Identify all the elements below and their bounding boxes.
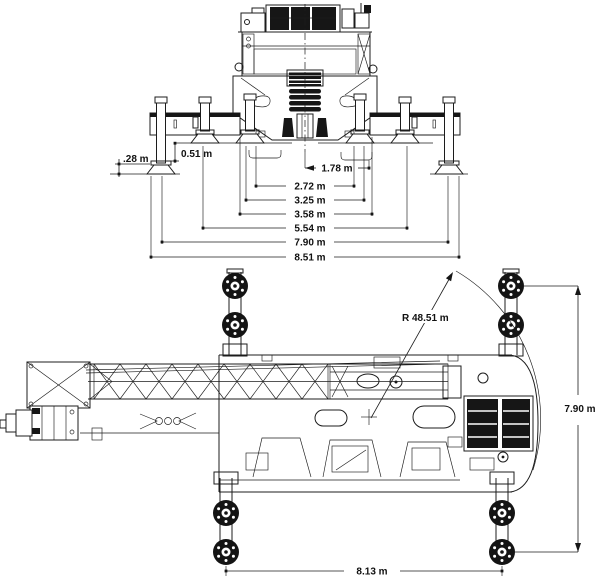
- dimension-3-25: 3.25 m: [244, 196, 366, 207]
- outrigger-float: [489, 539, 515, 565]
- dimension-label-0-28: .28 m: [123, 154, 149, 165]
- winch-assembly-icon: [238, 3, 372, 33]
- outrigger-float: [498, 312, 524, 338]
- pad-height-dimension: .28 m: [115, 154, 150, 177]
- superstructure: [234, 31, 378, 77]
- lattice-bracing: [93, 363, 329, 400]
- dimension-3-58: 3.58 m: [238, 210, 374, 221]
- dimension-label-7-90-front: 7.90 m: [294, 238, 325, 249]
- outrigger-float: [222, 312, 248, 338]
- outrigger-front-left: [222, 268, 248, 357]
- slew-center-mark: [361, 409, 377, 425]
- dimension-label-8-51: 8.51 m: [294, 253, 325, 264]
- dimension-2-72: 2.72 m: [254, 182, 356, 193]
- front-elevation-view: 0.51 m .28 m: [110, 3, 468, 264]
- outrigger-rear-right: [489, 471, 515, 565]
- deck-detail: [139, 412, 197, 430]
- dimension-label-1-78: 1.78 m: [321, 164, 352, 175]
- outriggers-plan: [213, 268, 524, 565]
- dimension-8-13: 8.13 m: [224, 566, 504, 578]
- tail-swing-arc: [455, 270, 542, 471]
- tail-radius-annotation: R 48.51 m: [370, 270, 542, 471]
- carrier-body-plan: [218, 354, 539, 493]
- dimension-label-r-48-51: R 48.51 m: [402, 313, 449, 324]
- dimension-label-8-13: 8.13 m: [356, 567, 387, 578]
- boom-tip-section: [26, 361, 113, 409]
- axle-brackets: [245, 437, 456, 478]
- dimension-7-90-front: 7.90 m: [160, 238, 450, 249]
- outrigger-rear-left: [498, 268, 524, 357]
- plan-view: R 48.51 m 7.90 m 8.13 m: [0, 268, 596, 578]
- dimension-label-0-51: 0.51 m: [181, 149, 212, 160]
- outrigger-float: [213, 539, 239, 565]
- dimension-label-2-72: 2.72 m: [294, 182, 325, 193]
- dimension-5-54: 5.54 m: [201, 224, 409, 235]
- outrigger-beams-front: [149, 112, 461, 136]
- dimension-label-7-90-plan: 7.90 m: [564, 404, 595, 415]
- dimension-label-3-25: 3.25 m: [294, 196, 325, 207]
- outrigger-float: [498, 273, 524, 299]
- outrigger-float: [213, 500, 239, 526]
- boom-head-block: [0, 405, 79, 441]
- lattice-boom: [0, 360, 462, 441]
- outrigger-front-right: [213, 471, 239, 565]
- dimension-1-78: 1.78 m: [305, 164, 371, 175]
- dimension-label-3-58: 3.58 m: [294, 210, 325, 221]
- dimension-8-51: 8.51 m: [149, 253, 461, 264]
- outrigger-float: [222, 273, 248, 299]
- spread-dimension-stack: 1.78 m 2.72 m 3.25 m: [149, 137, 461, 264]
- dimension-7-90-plan: 7.90 m: [515, 285, 596, 553]
- jack-extension-dimension: 0.51 m: [171, 141, 212, 163]
- outrigger-float: [489, 500, 515, 526]
- dimension-label-5-54: 5.54 m: [294, 224, 325, 235]
